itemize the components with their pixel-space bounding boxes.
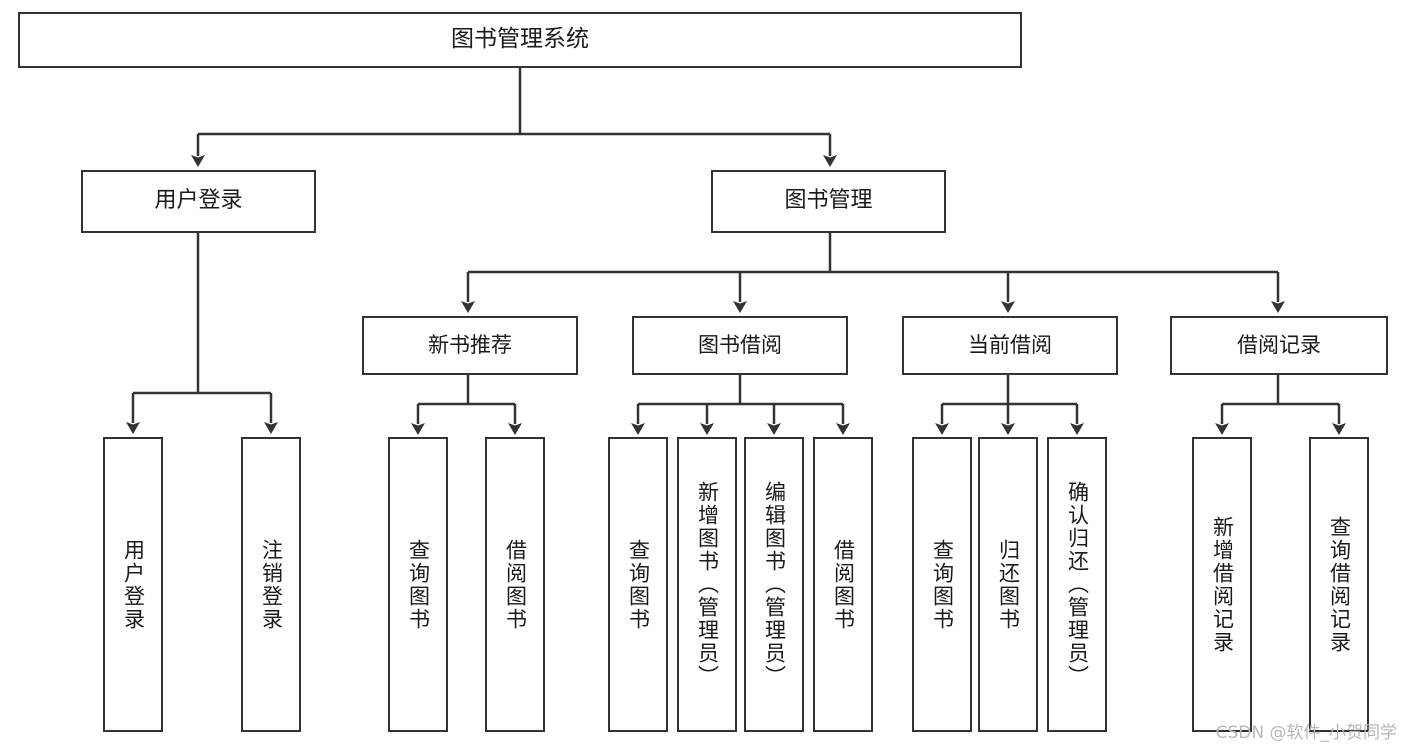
node-user-login[interactable]: 用户登录 xyxy=(81,170,316,233)
leaf-add-borrow-record[interactable]: 新增借阅记录 xyxy=(1192,437,1252,732)
leaf-query-book-recommend[interactable]: 查询图书 xyxy=(388,437,448,732)
node-label: 图书管理 xyxy=(784,188,873,214)
node-label: 借阅图书 xyxy=(503,538,528,631)
leaf-query-borrow-record[interactable]: 查询借阅记录 xyxy=(1309,437,1369,732)
node-label: 确认归还（管理员） xyxy=(1065,481,1090,688)
node-label: 查询借阅记录 xyxy=(1327,515,1352,654)
leaf-logout[interactable]: 注销登录 xyxy=(241,437,301,732)
node-label: 图书管理系统 xyxy=(451,26,589,53)
node-label: 图书借阅 xyxy=(698,332,782,357)
node-book-management[interactable]: 图书管理 xyxy=(711,170,946,233)
node-label: 查询图书 xyxy=(626,538,651,631)
node-label: 新增借阅记录 xyxy=(1210,515,1235,654)
node-label: 新增图书（管理员） xyxy=(695,481,720,688)
node-label: 借阅记录 xyxy=(1237,332,1321,357)
node-book-borrow[interactable]: 图书借阅 xyxy=(632,316,848,375)
node-label: 当前借阅 xyxy=(968,332,1052,357)
node-borrow-records[interactable]: 借阅记录 xyxy=(1170,316,1388,375)
node-label: 新书推荐 xyxy=(428,332,512,357)
node-label: 用户登录 xyxy=(121,538,146,631)
leaf-confirm-return-admin[interactable]: 确认归还（管理员） xyxy=(1047,437,1107,732)
leaf-edit-book-admin[interactable]: 编辑图书（管理员） xyxy=(744,437,804,732)
leaf-borrow-book[interactable]: 借阅图书 xyxy=(813,437,873,732)
node-new-book-recommend[interactable]: 新书推荐 xyxy=(362,316,578,375)
node-label: 用户登录 xyxy=(154,188,243,214)
watermark: CSDN @软件_小贺同学 xyxy=(1215,723,1397,743)
leaf-query-book-borrow[interactable]: 查询图书 xyxy=(608,437,668,732)
leaf-query-book-current[interactable]: 查询图书 xyxy=(912,437,972,732)
leaf-borrow-book-recommend[interactable]: 借阅图书 xyxy=(485,437,545,732)
node-label: 编辑图书（管理员） xyxy=(762,481,787,688)
leaf-user-login[interactable]: 用户登录 xyxy=(103,437,163,732)
node-label: 注销登录 xyxy=(259,538,284,631)
node-root-system[interactable]: 图书管理系统 xyxy=(18,12,1022,68)
leaf-return-book[interactable]: 归还图书 xyxy=(978,437,1038,732)
leaf-add-book-admin[interactable]: 新增图书（管理员） xyxy=(677,437,737,732)
node-current-borrow[interactable]: 当前借阅 xyxy=(902,316,1118,375)
node-label: 借阅图书 xyxy=(831,538,856,631)
node-label: 归还图书 xyxy=(996,538,1021,631)
node-label: 查询图书 xyxy=(406,538,431,631)
node-label: 查询图书 xyxy=(930,538,955,631)
